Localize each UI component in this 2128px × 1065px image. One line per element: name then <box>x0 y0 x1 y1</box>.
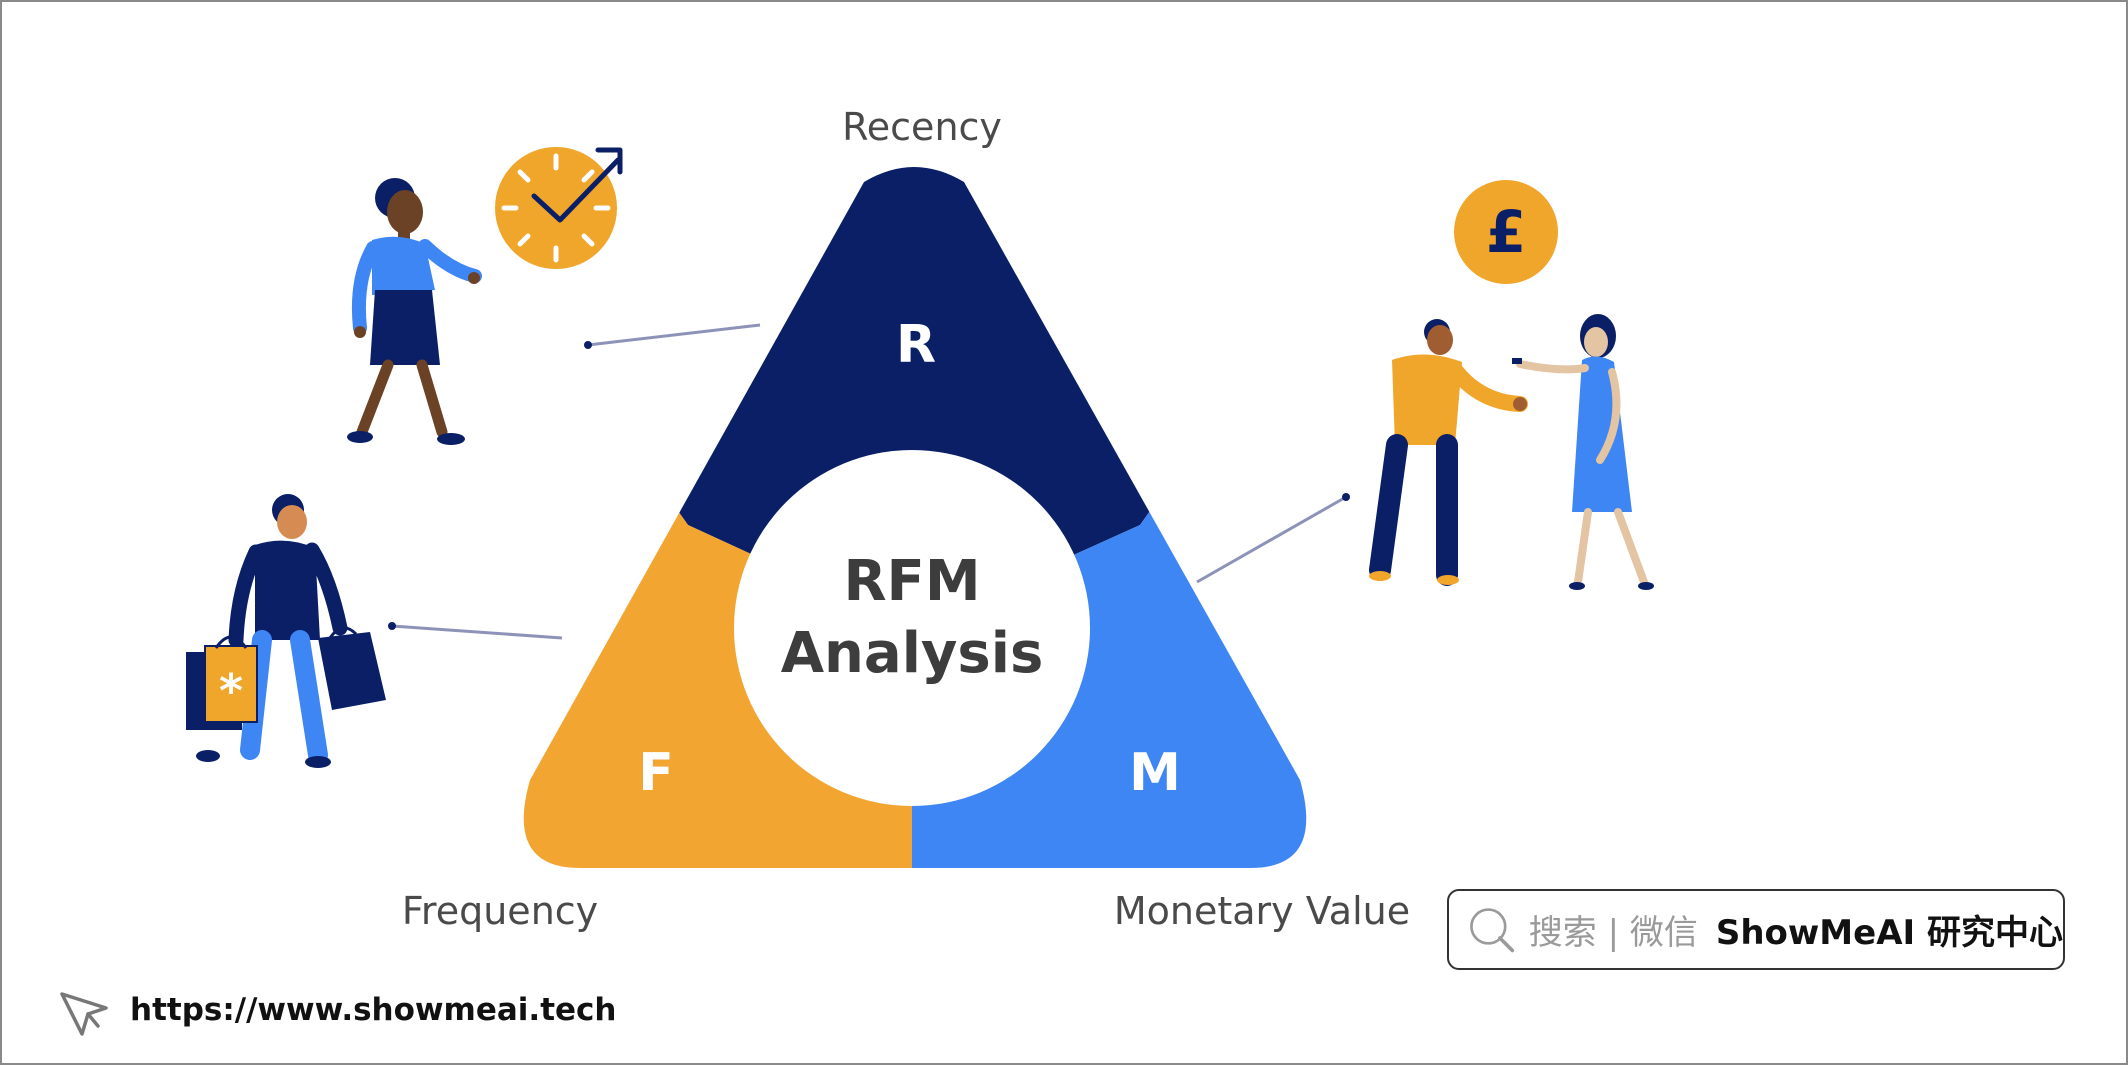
segment-letter-r: R <box>896 315 936 375</box>
center-title: RFM <box>843 549 980 614</box>
label-recency: Recency <box>842 105 1002 149</box>
svg-text:*: * <box>219 664 243 718</box>
connector-recency <box>584 323 761 349</box>
segment-letter-f: F <box>638 743 674 803</box>
connector-frequency <box>388 622 563 640</box>
shopping-bag-dark-icon <box>318 626 386 710</box>
search-icon <box>1470 907 1515 952</box>
shopper-illustration: * <box>186 494 386 768</box>
brand-name: ShowMeAI 研究中心 <box>1715 913 2063 953</box>
clock-icon <box>495 147 623 269</box>
label-monetary: Monetary Value <box>1114 889 1410 933</box>
search-hint: 搜索 | 微信 <box>1528 913 1698 953</box>
pound-coin-icon: £ <box>1454 180 1558 284</box>
segment-letter-m: M <box>1129 743 1181 803</box>
currency-symbol: £ <box>1486 198 1526 266</box>
center-subtitle: Analysis <box>781 621 1044 686</box>
website-url[interactable]: https://www.showmeai.tech <box>130 992 617 1028</box>
cursor-icon <box>60 992 108 1036</box>
walking-woman-illustration <box>347 178 482 445</box>
watermark-url-row: https://www.showmeai.tech <box>56 980 617 1040</box>
payment-couple-illustration <box>1369 314 1654 590</box>
center-circle <box>734 450 1090 806</box>
label-frequency: Frequency <box>402 889 598 933</box>
watermark-search-box: 搜索 | 微信 ShowMeAI 研究中心 <box>1447 889 2065 970</box>
shopping-bag-icon: * <box>186 635 258 730</box>
connector-monetary <box>1196 493 1350 584</box>
